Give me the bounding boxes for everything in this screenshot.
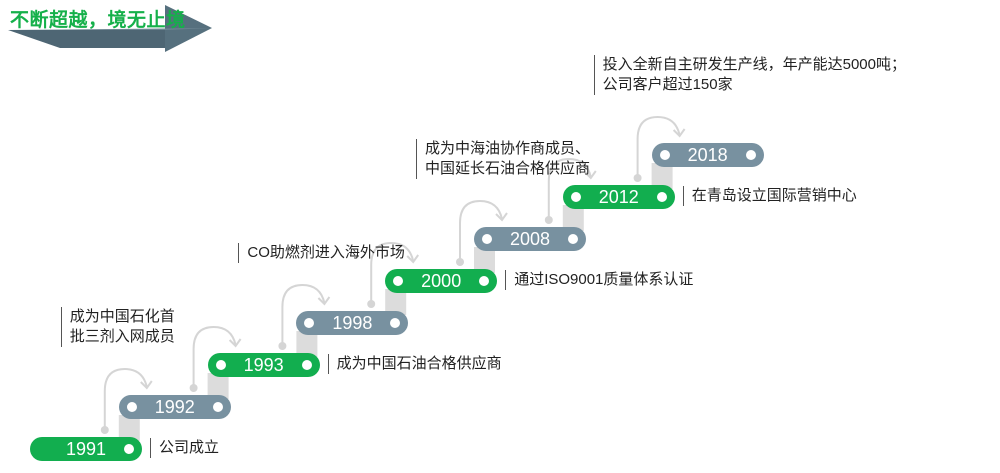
- pill-dot: [390, 318, 401, 328]
- year-label: 2008: [509, 229, 551, 249]
- curved-arrow-icon: [459, 199, 503, 262]
- year-pill-2012: 2012: [562, 185, 675, 209]
- step-connector: [296, 331, 318, 357]
- note-line: 公司成立: [159, 439, 220, 456]
- pill-dot: [568, 234, 578, 244]
- pill-dot: [393, 276, 404, 286]
- year-label: 1998: [332, 313, 373, 333]
- arrow-start-dot: [100, 426, 109, 434]
- milestone-note: 成为中海油协作商成员、中国延长石油合格供应商: [416, 139, 590, 179]
- arrow-start-dot: [633, 174, 642, 182]
- note-line: 在青岛设立国际营销中心: [691, 187, 857, 204]
- year-pill-1992: 1992: [118, 395, 231, 419]
- pill-dot: [304, 318, 315, 328]
- note-line: 投入全新自主研发生产线，年产能达5000吨；: [602, 56, 906, 73]
- year-label: 1993: [243, 355, 284, 375]
- banner-title: 不断超越，境无止境: [10, 10, 186, 31]
- milestone-note: CO助燃剂进入海外市场: [238, 243, 405, 263]
- arrowhead-icon: [672, 128, 686, 138]
- arrow-start-dot: [189, 384, 198, 392]
- pill-dot: [482, 234, 492, 244]
- step-connector: [474, 247, 495, 273]
- arrow-start-dot: [278, 342, 287, 350]
- arrow-start-dot: [367, 300, 376, 308]
- pill-dot: [126, 402, 137, 412]
- step-connector: [207, 373, 229, 399]
- year-pill-2018: 2018: [651, 143, 764, 167]
- step-connector: [651, 163, 673, 189]
- curved-arrow-icon: [192, 325, 237, 388]
- arrowhead-icon: [228, 338, 242, 348]
- note-line: 成为中国石油合格供应商: [336, 355, 502, 372]
- milestone-note: 通过ISO9001质量体系认证: [505, 270, 693, 290]
- year-label: 2018: [687, 145, 728, 165]
- pill-dot: [659, 150, 670, 160]
- arrowhead-icon: [317, 296, 331, 306]
- milestone-note: 投入全新自主研发生产线，年产能达5000吨； 公司客户超过150家: [593, 55, 906, 95]
- note-line: 批三剂入网成员: [69, 328, 175, 345]
- note-line: CO助燃剂进入海外市场: [247, 244, 405, 261]
- curved-arrow-icon: [636, 115, 681, 178]
- step-connector: [118, 415, 140, 441]
- year-pill-2000: 2000: [385, 269, 498, 293]
- milestone-note: 成为中国石油合格供应商: [327, 354, 502, 374]
- milestone-note: 成为中国石化首批三剂入网成员: [60, 307, 175, 347]
- step-connector: [385, 289, 407, 315]
- year-label: 2000: [421, 271, 462, 291]
- curved-arrow-icon: [547, 157, 592, 220]
- pill-dot: [301, 360, 312, 370]
- pill-dot: [215, 360, 226, 370]
- note-line: 成为中海油协作商成员、: [425, 140, 591, 157]
- step-connector: [562, 205, 584, 231]
- year-label: 2012: [598, 187, 639, 207]
- year-label: 1992: [154, 397, 195, 417]
- milestone-note: 在青岛设立国际营销中心: [682, 186, 857, 206]
- note-line: 通过ISO9001质量体系认证: [514, 271, 694, 288]
- year-label: 1991: [65, 439, 107, 459]
- pill-dot: [124, 444, 134, 454]
- arrow-start-dot: [544, 216, 553, 224]
- curved-arrow-icon: [281, 283, 326, 346]
- arrowhead-icon: [495, 212, 508, 222]
- milestone-note: 公司成立: [150, 438, 219, 458]
- pill-dot: [479, 276, 490, 286]
- pill-dot: [570, 192, 581, 202]
- year-pill-1993: 1993: [207, 353, 320, 377]
- year-pill-2008: 2008: [474, 227, 586, 251]
- curved-arrow-icon: [370, 241, 415, 304]
- banner-arrow: [8, 5, 212, 52]
- pill-dot: [212, 402, 223, 412]
- note-line: 成为中国石化首: [69, 308, 175, 325]
- arrowhead-icon: [406, 254, 420, 264]
- pill-dot: [656, 192, 667, 202]
- note-line: 公司客户超过150家: [602, 76, 733, 93]
- arrow-start-dot: [456, 258, 464, 266]
- year-pill-1998: 1998: [296, 311, 409, 335]
- year-pill-1991: 1991: [30, 437, 142, 461]
- curved-arrow-icon: [103, 367, 148, 430]
- pill-dot: [745, 150, 756, 160]
- arrowhead-icon: [584, 170, 597, 180]
- note-line: 中国延长石油合格供应商: [425, 160, 591, 177]
- arrowhead-icon: [140, 380, 153, 390]
